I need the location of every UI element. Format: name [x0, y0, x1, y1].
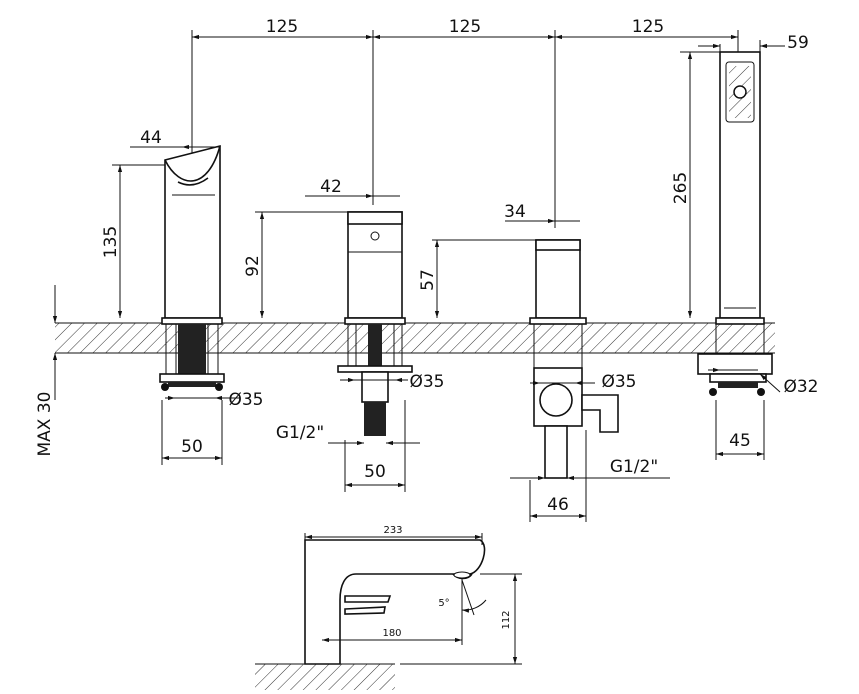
hole-4-dimension: Ø32: [708, 367, 819, 397]
base-2-label: 50: [364, 462, 386, 482]
spout-depth-label: 44: [140, 128, 162, 148]
spout-depth-dimension: 44: [130, 128, 220, 150]
side-length-label: 233: [383, 525, 402, 536]
base-1-label: 50: [181, 437, 203, 457]
spacing-label-2: 125: [449, 17, 481, 37]
valve-1-depth-dimension: 42: [305, 177, 400, 199]
valve-1-height-label: 92: [243, 255, 263, 277]
valve-1: [337, 211, 413, 436]
hole-3-label: Ø35: [601, 372, 636, 392]
hole-2-dimension: Ø35: [340, 372, 445, 392]
hole-1-dimension: Ø35: [165, 390, 264, 410]
side-height-label: 112: [501, 610, 512, 629]
base-3-dimension: 46: [529, 430, 587, 522]
thread-1-dimension: G1/2": [276, 423, 420, 446]
valve-2-height-label: 57: [418, 269, 438, 291]
side-length-dimension: 233: [304, 525, 483, 545]
spout-side-view: [255, 539, 486, 690]
side-angle-dimension: 5°: [438, 579, 487, 616]
thread-2-label: G1/2": [610, 457, 658, 477]
base-1-dimension: 50: [161, 400, 223, 465]
handshower-width-label: 59: [787, 33, 809, 53]
base-2-dimension: 50: [344, 400, 406, 492]
valve-2-height-dimension: 57: [418, 239, 536, 318]
hole-3-dimension: Ø35: [530, 372, 637, 392]
hand-shower: [697, 51, 773, 396]
top-spacing-dimension: 125 125 125: [191, 17, 739, 228]
hole-4-label: Ø32: [783, 377, 818, 397]
spout: [159, 144, 225, 391]
hole-2-label: Ø35: [409, 372, 444, 392]
valve-1-depth-label: 42: [320, 177, 342, 197]
spout-height-dimension: 135: [101, 164, 165, 318]
valve-2: [529, 239, 619, 479]
deck-thickness-label: MAX 30: [35, 392, 55, 457]
valve-2-depth-dimension: 34: [504, 202, 580, 224]
handshower-height-dimension: 265: [671, 51, 720, 318]
spacing-label-3: 125: [632, 17, 664, 37]
base-3-label: 46: [547, 495, 569, 515]
side-height-dimension: 112: [400, 573, 522, 665]
valve-1-height-dimension: 92: [243, 211, 348, 318]
side-angle-label: 5°: [438, 598, 449, 609]
spout-height-label: 135: [101, 226, 121, 258]
base-4-dimension: 45: [715, 400, 765, 460]
hole-1-label: Ø35: [228, 390, 263, 410]
base-4-label: 45: [729, 431, 751, 451]
valve-2-depth-label: 34: [504, 202, 526, 222]
handshower-height-label: 265: [671, 172, 691, 204]
deck-section: [55, 322, 775, 354]
side-reach-dimension: 180: [322, 578, 463, 645]
deck-thickness-dimension: MAX 30: [35, 285, 58, 457]
thread-1-label: G1/2": [276, 423, 324, 443]
spacing-label-1: 125: [266, 17, 298, 37]
side-reach-label: 180: [382, 628, 401, 639]
thread-2-dimension: G1/2": [510, 457, 670, 481]
